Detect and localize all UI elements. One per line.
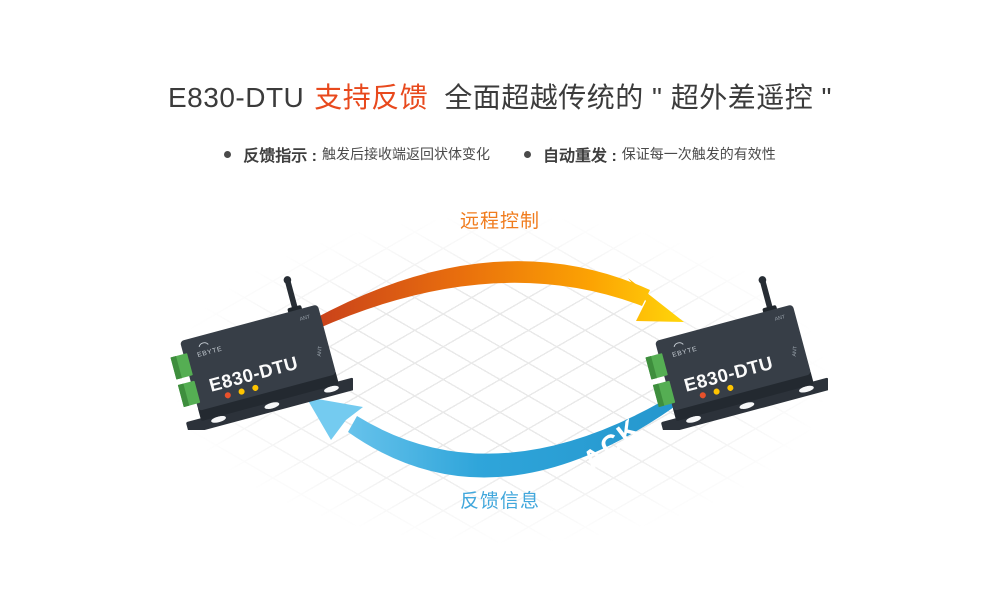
terminal-side xyxy=(652,383,665,408)
terminal-side xyxy=(177,383,190,408)
remote-control-caption: 远程控制 xyxy=(459,211,540,232)
bullet-dot xyxy=(224,150,232,158)
feature-label: 自动重发 : xyxy=(543,148,617,165)
feedback-arrow: ACK xyxy=(306,389,688,478)
feature-desc: 保证每一次触发的有效性 xyxy=(621,146,776,162)
led-red xyxy=(699,392,706,399)
feature-item-retransmit: 自动重发 : 保证每一次触发的有效性 xyxy=(524,142,776,166)
dtu-device-left: EBYTE E830-DTU ANT ANT xyxy=(170,276,353,430)
led-yellow xyxy=(252,384,259,391)
ant-port-label: ANT xyxy=(792,345,799,357)
remote-control-arrow xyxy=(312,261,684,329)
device-side xyxy=(673,370,814,421)
device-body xyxy=(655,305,811,411)
blue-arc xyxy=(348,389,688,478)
terminal-side xyxy=(645,356,657,380)
title-model-text: E830-DTU xyxy=(168,82,305,113)
mounting-hole xyxy=(686,416,701,423)
feedback-caption: 反馈信息 xyxy=(459,491,540,512)
device-side xyxy=(198,370,339,421)
title-rest-text: 全面超越传统的 " 超外差遥控 " xyxy=(444,82,832,113)
mounting-hole xyxy=(264,402,280,409)
led-yellow xyxy=(727,384,734,391)
feature-list: 反馈指示 : 触发后接收端返回状体变化 自动重发 : 保证每一次触发的有效性 xyxy=(0,142,1000,166)
device-body xyxy=(180,305,336,411)
orange-arc xyxy=(312,261,650,329)
mounting-hole xyxy=(324,385,339,393)
mounting-hole xyxy=(211,416,226,423)
terminal-side xyxy=(170,356,182,380)
antenna-tip xyxy=(283,276,292,284)
antenna-tip xyxy=(758,276,767,284)
page-title: E830-DTU 支持反馈全面超越传统的 " 超外差遥控 " xyxy=(0,76,1000,116)
ant-port-label: ANT xyxy=(317,345,324,357)
ant-port-label: ANT xyxy=(774,314,786,323)
feature-item-feedback: 反馈指示 : 触发后接收端返回状体变化 xyxy=(224,142,490,166)
mounting-hole xyxy=(799,385,814,393)
led-yellow xyxy=(238,388,245,395)
mounting-hole xyxy=(739,402,755,409)
ant-port-label: ANT xyxy=(299,314,311,323)
feature-desc: 触发后接收端返回状体变化 xyxy=(322,146,490,162)
blue-arrowhead-icon xyxy=(306,397,363,440)
led-red xyxy=(224,392,231,399)
orange-arrowhead-icon xyxy=(628,278,684,322)
bullet-dot xyxy=(524,150,531,158)
title-highlight-text: 支持反馈 xyxy=(314,82,429,113)
brand-logo-icon xyxy=(198,342,209,348)
feature-label: 反馈指示 : xyxy=(243,148,317,165)
dtu-device-right: EBYTE E830-DTU ANT ANT xyxy=(645,276,828,430)
led-yellow xyxy=(713,388,720,395)
brand-logo-icon xyxy=(673,342,684,348)
